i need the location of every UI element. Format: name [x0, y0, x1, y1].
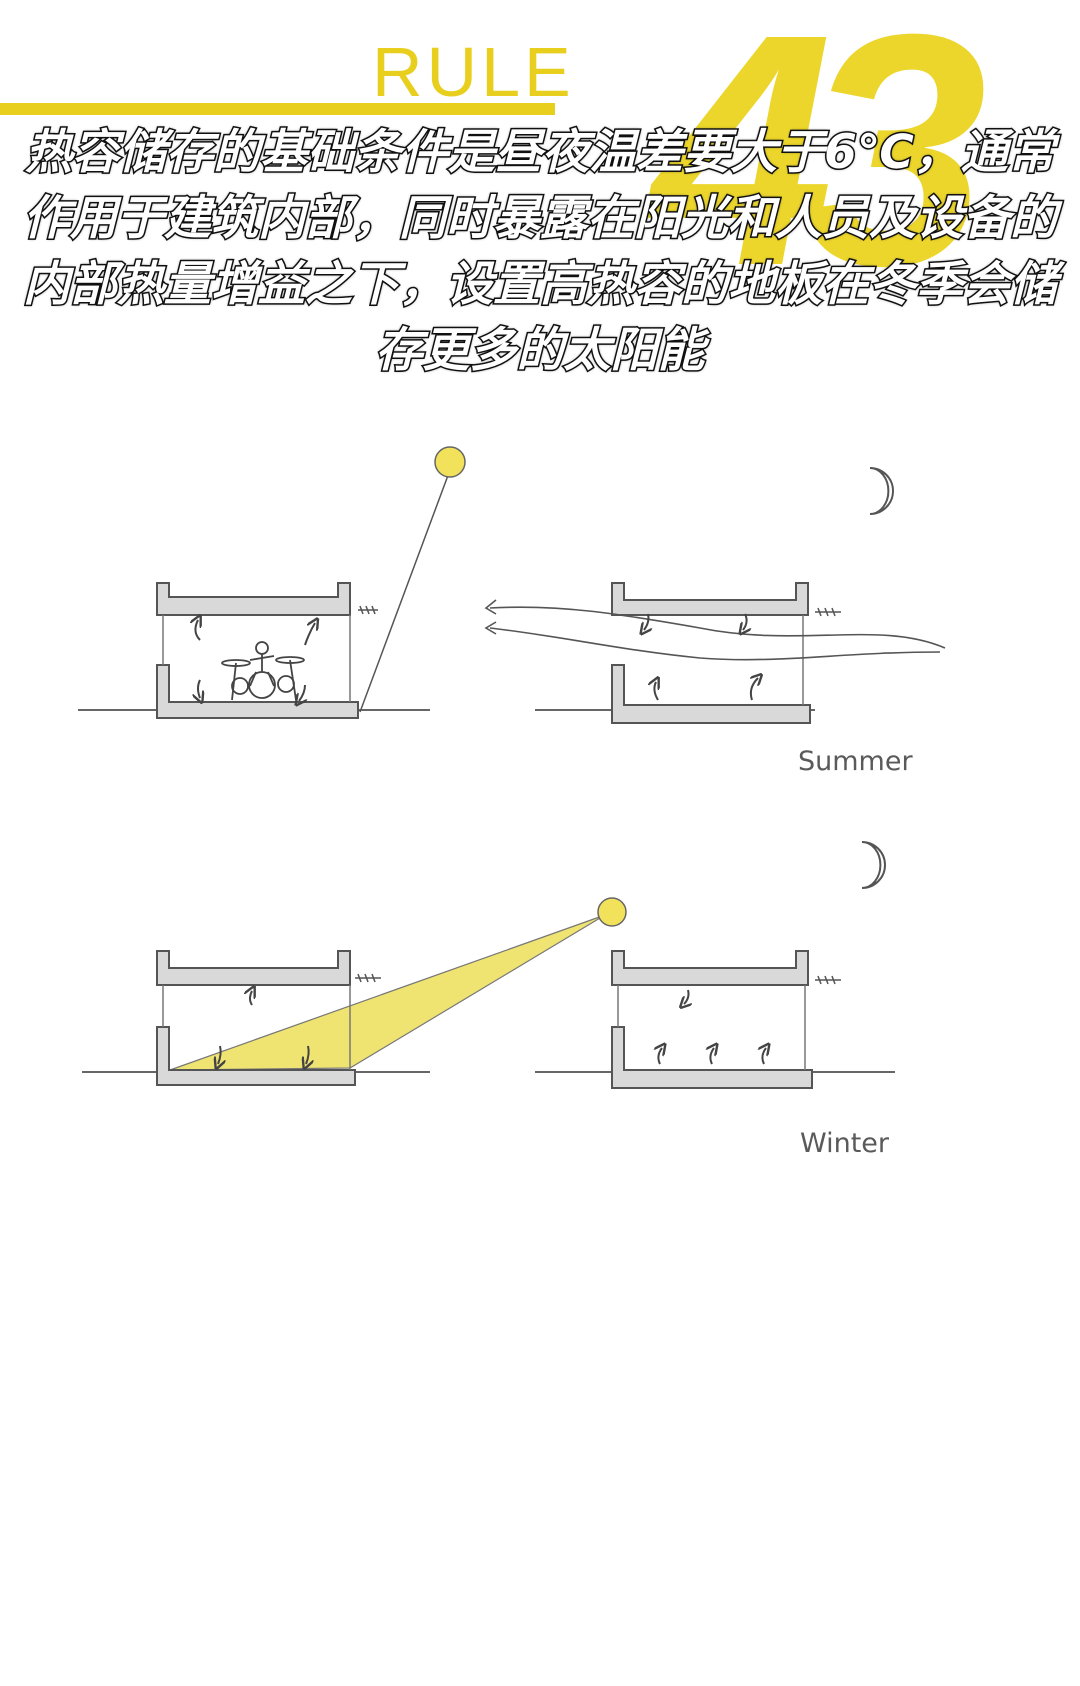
heat-arrow-icon [751, 678, 758, 701]
roof-slab [611, 582, 809, 616]
heat-arrow-icon [198, 679, 200, 698]
summer-night-section: Summer [484, 467, 946, 777]
summer-label: Summer [798, 746, 913, 777]
roof-slab [156, 582, 351, 616]
heat-arrow-icon [710, 1048, 714, 1065]
floor-slab [611, 664, 811, 724]
heat-arrow-icon [658, 1048, 662, 1065]
winter-night-section: Winter [535, 841, 895, 1159]
headline-text: 热容储存的基础条件是昼夜温差要大于6℃，通常作用于建筑内部，同时暴露在阳光和人员… [22, 124, 1059, 380]
overhang-hatch [358, 605, 378, 615]
heat-arrow-icon [195, 620, 200, 641]
rule-underline-bar [0, 103, 555, 115]
wind-arrow-head [484, 599, 497, 635]
heat-arrow-icon [304, 623, 315, 646]
heat-arrow-icon [306, 1045, 309, 1064]
roof-slab [156, 950, 351, 986]
sun-icon [597, 897, 627, 927]
heat-arrow-icon [654, 682, 658, 701]
moon-icon [869, 467, 894, 515]
wind-icon [489, 606, 946, 661]
heat-arrow-icon [644, 613, 649, 630]
solar-beam [169, 914, 606, 1071]
heat-arrow-icon [762, 1048, 766, 1065]
sun-icon [434, 446, 466, 478]
heat-arrow-icon [218, 1045, 221, 1064]
winter-day-section [82, 897, 627, 1086]
floor-slab [611, 1026, 813, 1089]
overhang-hatch [815, 975, 841, 985]
heat-arrow-icon [684, 989, 689, 1004]
summer-day-section [78, 446, 466, 719]
heat-arrow-icon [250, 991, 252, 1006]
roof-slab [611, 950, 809, 986]
moon-icon [861, 841, 886, 889]
sun-ray-line [359, 469, 451, 713]
heat-arrow-icon [743, 613, 747, 630]
winter-label: Winter [800, 1128, 890, 1159]
drum-kit-icon [221, 641, 305, 701]
rule-number: 43 [650, 0, 987, 334]
overhang-hatch [815, 607, 841, 617]
floor-slab [156, 664, 359, 719]
rule-label: RULE [372, 33, 575, 111]
overhang-hatch [355, 973, 381, 983]
heat-arrow-icon [299, 684, 305, 701]
